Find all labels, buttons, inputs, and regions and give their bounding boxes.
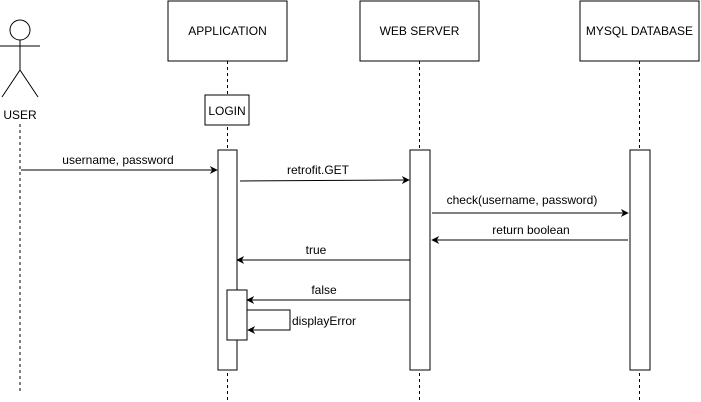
- participant-application-label: APPLICATION: [188, 24, 266, 38]
- message-label: true: [306, 243, 327, 257]
- actor-left-leg: [1, 69, 21, 98]
- participant-web-server-label: WEB SERVER: [380, 24, 460, 38]
- actor-label: USER: [3, 108, 37, 122]
- web-server-activation-bar: [409, 149, 431, 371]
- message-false: false: [246, 283, 410, 304]
- login-state-box: [204, 94, 250, 126]
- self-call-arrow: [247, 309, 291, 334]
- message-label: username, password: [62, 153, 173, 167]
- message-true: true: [236, 243, 410, 264]
- database-activation-bar: [629, 149, 651, 371]
- message-check: check(username, password): [432, 193, 629, 217]
- participant-application-box: [167, 0, 288, 62]
- message-label: return boolean: [492, 223, 569, 237]
- login-state-label: LOGIN: [208, 104, 245, 118]
- message-label: displayError: [292, 314, 356, 328]
- message-label: retrofit.GET: [287, 163, 350, 177]
- message-arrow: [239, 176, 410, 185]
- message-label: false: [311, 283, 337, 297]
- participant-database-label: MYSQL DATABASE: [586, 24, 693, 38]
- actor-head-icon: [9, 19, 31, 41]
- message-return-boolean: return boolean: [431, 223, 628, 244]
- user-actor: USER: [0, 19, 40, 122]
- participant-web-server: WEB SERVER: [359, 0, 480, 62]
- message-retrofit-get: retrofit.GET: [239, 163, 410, 185]
- participant-database-box: [579, 0, 700, 62]
- message-label: check(username, password): [447, 193, 598, 207]
- login-state: LOGIN: [204, 94, 250, 126]
- participant-application: APPLICATION: [167, 0, 288, 62]
- actor-right-leg: [19, 69, 39, 98]
- application-nested-activation-bar: [226, 289, 248, 341]
- message-display-error: displayError: [247, 309, 356, 334]
- message-username-password: username, password: [21, 153, 218, 174]
- participant-database: MYSQL DATABASE: [579, 0, 700, 62]
